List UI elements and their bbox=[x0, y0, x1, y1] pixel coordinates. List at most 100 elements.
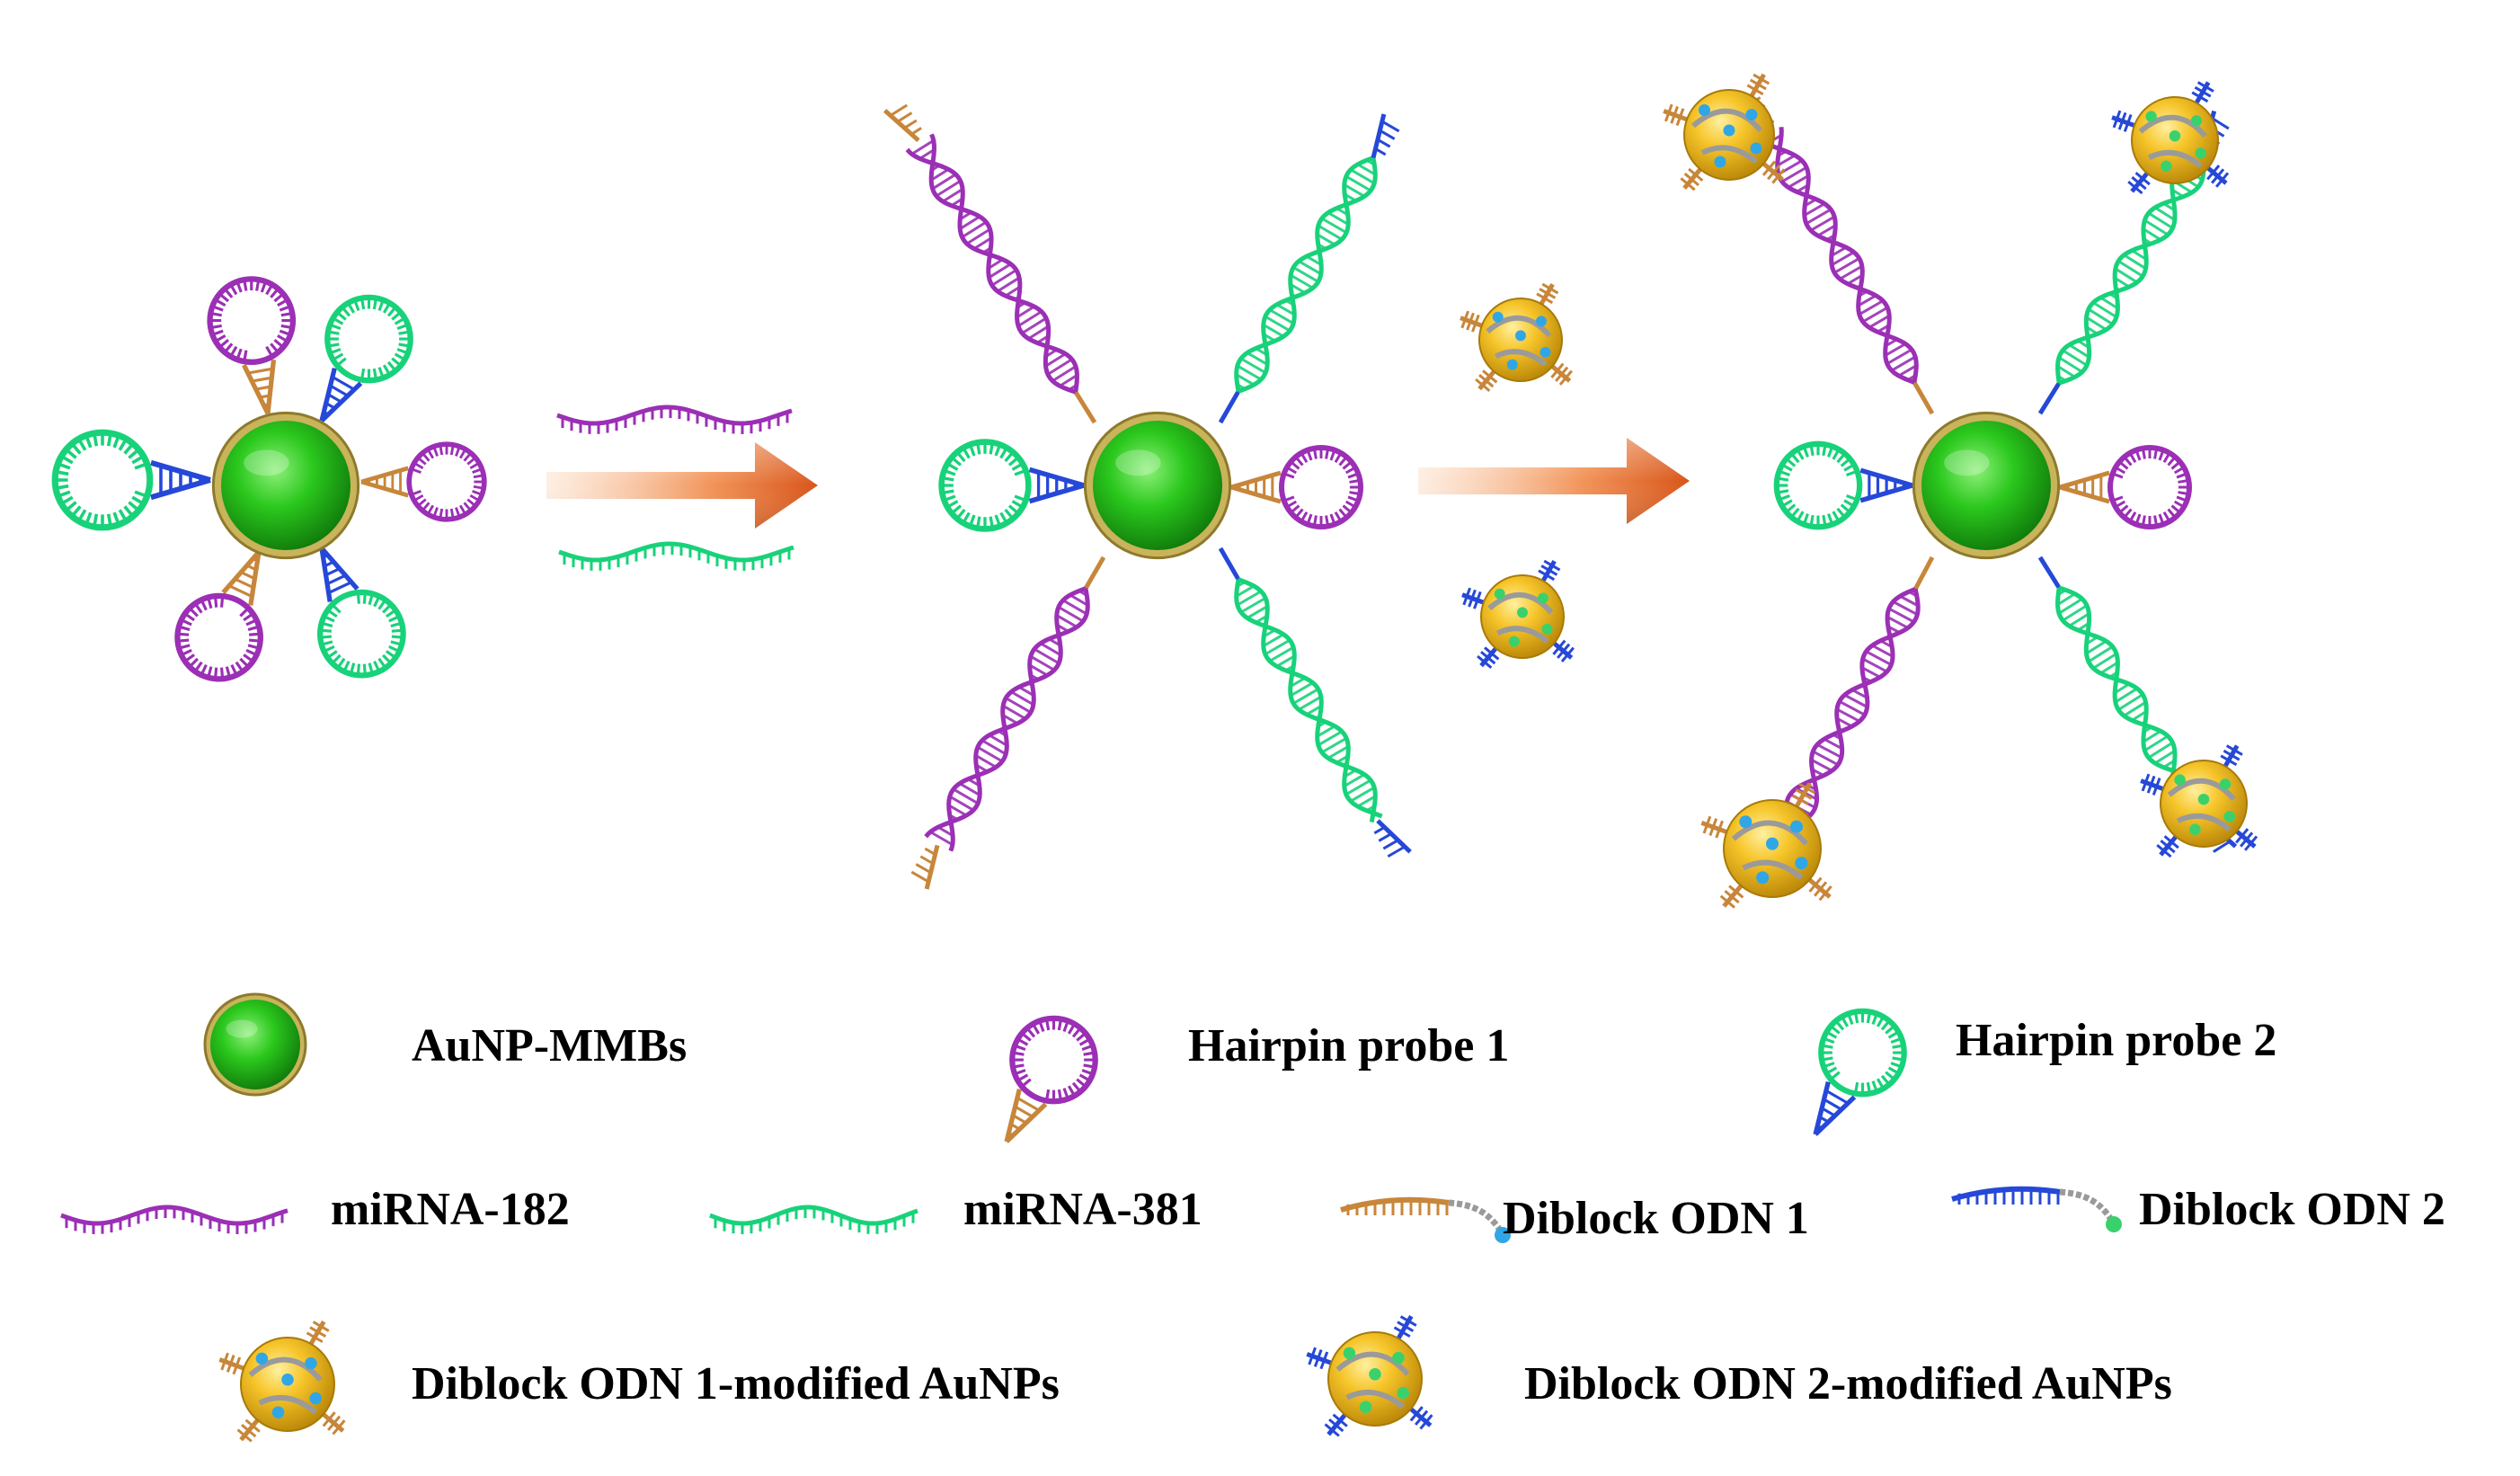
mirna-381-duplex bbox=[1218, 547, 1412, 858]
legend-label-hairpin-probe-1: Hairpin probe 1 bbox=[1188, 1020, 1509, 1071]
duplex-linker bbox=[1083, 556, 1106, 590]
duplex-base-pairs bbox=[1766, 134, 1918, 381]
hairpin-loop bbox=[51, 429, 154, 531]
diblock-odn-2-aunp bbox=[1306, 1314, 1433, 1437]
mirna-inputs bbox=[556, 405, 794, 571]
diblock-dna-segment bbox=[1951, 1186, 2061, 1202]
hairpin-stem bbox=[221, 550, 262, 606]
hairpin-probe-1-icon bbox=[1004, 1015, 1098, 1143]
duplex-strand-a bbox=[1758, 138, 1919, 383]
duplex-strand-a bbox=[946, 586, 1087, 852]
stage-2-mirna-opened-probes bbox=[883, 103, 1412, 890]
duplex-end bbox=[1373, 819, 1412, 858]
aunp-wrap bbox=[1496, 626, 1549, 644]
arrow-shade bbox=[546, 442, 818, 529]
aunp-wrap bbox=[1487, 591, 1554, 615]
hairpin-stem bbox=[242, 359, 277, 415]
mirna-381-strand bbox=[709, 1205, 918, 1234]
aunp-dots bbox=[1739, 815, 1808, 885]
hairpin-probe-1 bbox=[1230, 445, 1363, 529]
aunp-wrap bbox=[2176, 813, 2232, 832]
legend-label-diblock-odn-1-aunps: Diblock ODN 1-modified AuNPs bbox=[412, 1358, 1060, 1409]
strand-bases bbox=[563, 544, 791, 571]
diblock-odn-2-icon bbox=[1951, 1186, 2122, 1232]
arrow-shape bbox=[546, 442, 818, 529]
hairpin-probe-1 bbox=[207, 276, 297, 415]
mirna-182-duplex bbox=[910, 556, 1106, 890]
hairpin-loop-ticks bbox=[2112, 448, 2189, 527]
duplex-strand-b bbox=[928, 133, 1077, 395]
mirna-381-strand bbox=[558, 541, 794, 571]
diblock-odn-1-aunp bbox=[1700, 782, 1832, 909]
diblock-odn-2 bbox=[1951, 1186, 2122, 1232]
duplex-strand-b bbox=[1238, 577, 1378, 823]
mirna-182-strand bbox=[556, 405, 793, 434]
diblock-odn-1 bbox=[1340, 1196, 1511, 1243]
hairpin-probe-1 bbox=[1004, 1015, 1098, 1143]
duplex-strand-b bbox=[2055, 152, 2203, 384]
diblock-polya-linker bbox=[1448, 1199, 1504, 1233]
aunp-dots bbox=[1494, 588, 1553, 647]
hairpin-stem bbox=[150, 459, 211, 501]
strand-backbone bbox=[60, 1205, 288, 1226]
hairpin-loop-ticks bbox=[327, 297, 411, 381]
arrow-shape bbox=[1418, 438, 1690, 524]
duplex-strand-b bbox=[924, 588, 1090, 839]
reaction-arrow-2 bbox=[1418, 438, 1690, 524]
hairpin-loop-ticks bbox=[1776, 443, 1858, 528]
duplex-strand-a bbox=[905, 147, 1079, 393]
aunp-dots bbox=[1343, 1347, 1409, 1413]
duplex-linker bbox=[1912, 381, 1935, 415]
mmb-bead bbox=[1083, 411, 1232, 560]
mirna-182-strand bbox=[60, 1205, 288, 1234]
hairpin-stem bbox=[1813, 1080, 1857, 1136]
duplex-base-pairs bbox=[929, 590, 1089, 847]
duplex-strand-a bbox=[1783, 587, 1917, 837]
strand-bases bbox=[561, 407, 789, 434]
aunp-wrap bbox=[1495, 349, 1548, 367]
hairpin-loop-ticks bbox=[177, 596, 261, 680]
diblock-odn-2-aunp bbox=[1461, 559, 1575, 669]
strand-bases bbox=[714, 1207, 915, 1234]
legend-label-hairpin-probe-2: Hairpin probe 2 bbox=[1956, 1015, 2276, 1066]
hairpin-loop-ticks bbox=[209, 279, 293, 362]
diblock-odn-1-aunp bbox=[1663, 73, 1786, 191]
aunp-wrap bbox=[258, 1395, 318, 1415]
aunp-dots bbox=[2174, 774, 2236, 836]
aunp-wrap bbox=[1742, 859, 1804, 880]
hairpin-loop bbox=[174, 592, 263, 682]
diblock-odn-1-aunp-icon bbox=[218, 1320, 346, 1443]
mmb-bead bbox=[203, 992, 307, 1097]
strand-bases bbox=[65, 1207, 284, 1234]
strand-backbone bbox=[709, 1205, 918, 1226]
duplex-end bbox=[883, 103, 922, 143]
hairpin-probe-2 bbox=[317, 547, 406, 679]
duplex-base-pairs bbox=[2056, 155, 2205, 382]
duplex-strand-b bbox=[1234, 156, 1374, 392]
hairpin-probe-2 bbox=[938, 439, 1085, 532]
hairpin-probe-2 bbox=[319, 294, 413, 422]
duplex-linker bbox=[1218, 390, 1241, 424]
diblock-terminal-dot bbox=[1495, 1227, 1511, 1243]
diblock-odn-2-aunp bbox=[2111, 81, 2230, 195]
aunp-wrap bbox=[2147, 149, 2203, 169]
duplex-linker bbox=[1073, 390, 1097, 424]
duplex-base-pairs bbox=[1235, 581, 1378, 818]
diblock-odn-2-aunp-icon bbox=[1306, 1314, 1433, 1437]
hairpin-stem bbox=[1028, 467, 1085, 504]
hairpin-loop bbox=[1279, 445, 1363, 529]
hairpin-loop-ticks bbox=[1012, 1018, 1096, 1102]
strand-backbone bbox=[556, 405, 793, 426]
hairpin-probe-2-icon bbox=[1813, 1008, 1907, 1136]
aunp-wrap bbox=[2167, 778, 2236, 802]
hairpin-probe-1 bbox=[2059, 445, 2192, 529]
hairpin-stem bbox=[1230, 470, 1282, 504]
arrow-shade bbox=[1418, 438, 1690, 524]
legend-label-mirna-182: miRNA-182 bbox=[331, 1184, 570, 1235]
stage-1-probe-loaded-mmb bbox=[51, 276, 487, 682]
hairpin-probe-2 bbox=[1773, 440, 1913, 530]
diblock-polya-linker bbox=[2059, 1188, 2115, 1223]
diblock-odn-2-aunp bbox=[2140, 744, 2258, 858]
aunp-dots bbox=[2145, 111, 2207, 173]
